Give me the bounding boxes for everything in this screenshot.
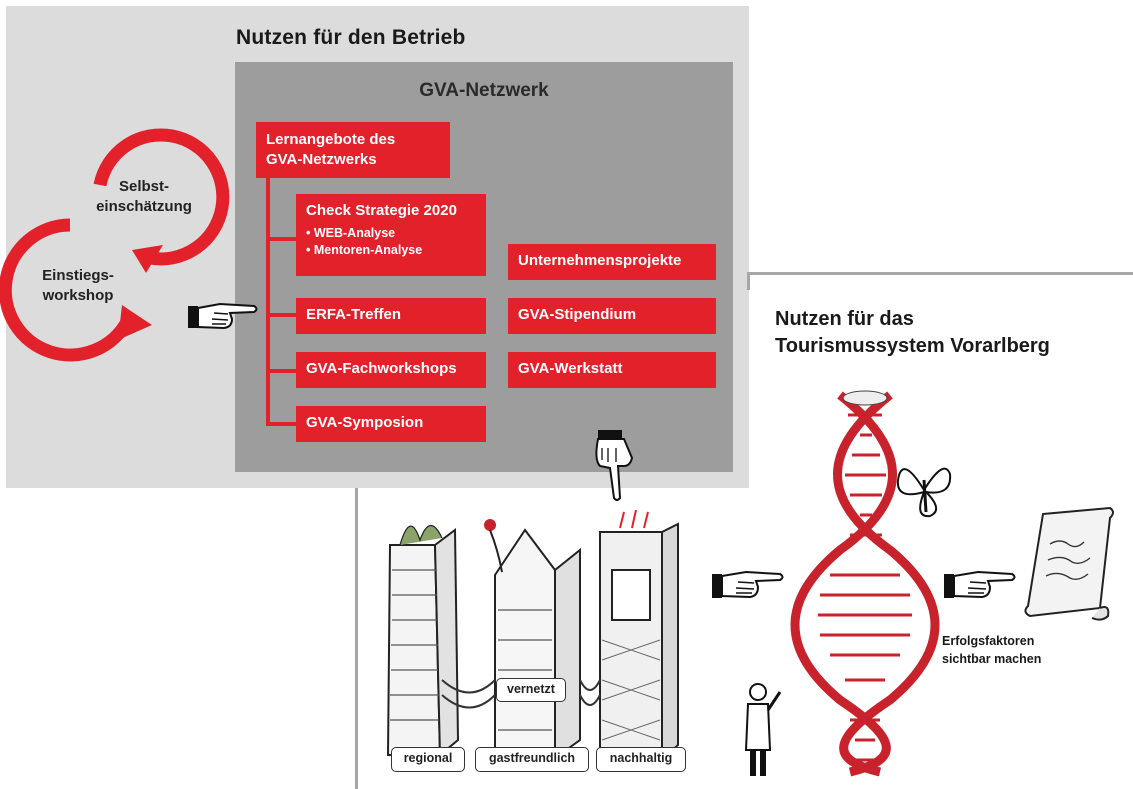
lernangebote-box: Lernangebote des GVA-Netzwerks	[256, 122, 450, 178]
tree-branch-symposion	[266, 422, 296, 426]
divider-horizontal	[749, 272, 1133, 275]
divider-vertical	[355, 488, 358, 789]
pointing-hand-down-icon	[595, 430, 634, 501]
pointing-hand-icon	[944, 570, 1016, 599]
butterfly-icon	[896, 467, 952, 518]
cycle-label-einstieg: Einstiegs- workshop	[42, 267, 114, 304]
unternehmensprojekte-box: Unternehmensprojekte	[508, 244, 716, 280]
tag-gastfreundlich: gastfreundlich	[475, 747, 589, 772]
cycle-arrows-icon	[0, 128, 230, 362]
tree-branch-check	[266, 237, 296, 241]
pointing-hand-icon	[188, 302, 258, 330]
tag-nachhaltig: nachhaltig	[596, 747, 686, 772]
erfolgsfaktoren-caption: Erfolgsfaktoren sichtbar machen	[942, 634, 1042, 666]
tree-branch-erfa	[266, 313, 296, 317]
tag-regional: regional	[391, 747, 465, 772]
symposion-box: GVA-Symposion	[296, 406, 486, 442]
tourismus-title: Nutzen für das Tourismussystem Vorarlber…	[775, 308, 1050, 357]
check-strategie-box: Check Strategie 2020 • WEB-Analyse • Men…	[296, 194, 486, 276]
tree-line-vertical	[266, 172, 270, 426]
divider-corner	[747, 272, 750, 290]
tree-branch-fachworkshops	[266, 369, 296, 373]
scroll-icon	[1024, 506, 1114, 621]
erfa-treffen-box: ERFA-Treffen	[296, 298, 486, 334]
stipendium-box: GVA-Stipendium	[508, 298, 716, 334]
cycle-label-selbst: Selbst- einschätzung	[96, 178, 192, 215]
scientist-icon	[744, 683, 782, 776]
network-title: GVA-Netzwerk	[419, 80, 549, 101]
werkstatt-box: GVA-Werkstatt	[508, 352, 716, 388]
pointing-hand-icon	[712, 570, 784, 599]
tag-vernetzt: vernetzt	[496, 678, 566, 702]
betrieb-title: Nutzen für den Betrieb	[236, 26, 466, 49]
towers-illustration-icon	[386, 509, 679, 763]
fachworkshops-box: GVA-Fachworkshops	[296, 352, 486, 388]
dna-helix-icon	[790, 390, 940, 777]
